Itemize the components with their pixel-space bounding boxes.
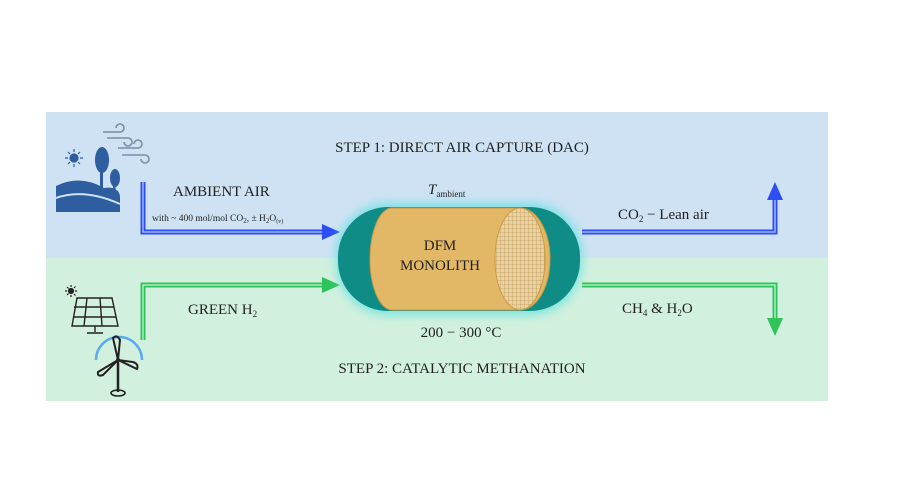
dfm-monolith-reactor (336, 203, 582, 315)
lean-air-label: CO2 − Lean air (618, 207, 709, 224)
ambient-air-detail: with ~ 400 mol/mol CO2, ± H2O(v) (152, 214, 283, 225)
reactor-label-line1: DFM (424, 238, 457, 254)
step2-title: STEP 2: CATALYTIC METHANATION (338, 361, 585, 377)
step1-title: STEP 1: DIRECT AIR CAPTURE (DAC) (335, 140, 589, 156)
landscape-icon (55, 147, 121, 212)
wind-icon (103, 123, 150, 164)
wind-turbine-icon (94, 335, 144, 397)
sun-small-icon (65, 285, 77, 297)
reactor-label-line2: MONOLITH (400, 258, 480, 274)
ambient-air-inlet-arrow (140, 182, 340, 240)
ch4-h2o-label: CH4 & H2O (622, 301, 693, 318)
lean-air-outlet-arrow (582, 182, 783, 235)
ambient-air-label: AMBIENT AIR (173, 184, 270, 200)
ambient-temperature-label: Tambient (428, 182, 466, 199)
green-h2-label: GREEN H2 (188, 302, 257, 319)
methanation-temperature-label: 200 − 300 °C (421, 325, 502, 341)
sun-icon (65, 149, 83, 167)
green-h2-inlet-arrow (140, 277, 340, 340)
ch4-outlet-arrow (582, 282, 783, 336)
solar-panel-icon (71, 297, 119, 334)
